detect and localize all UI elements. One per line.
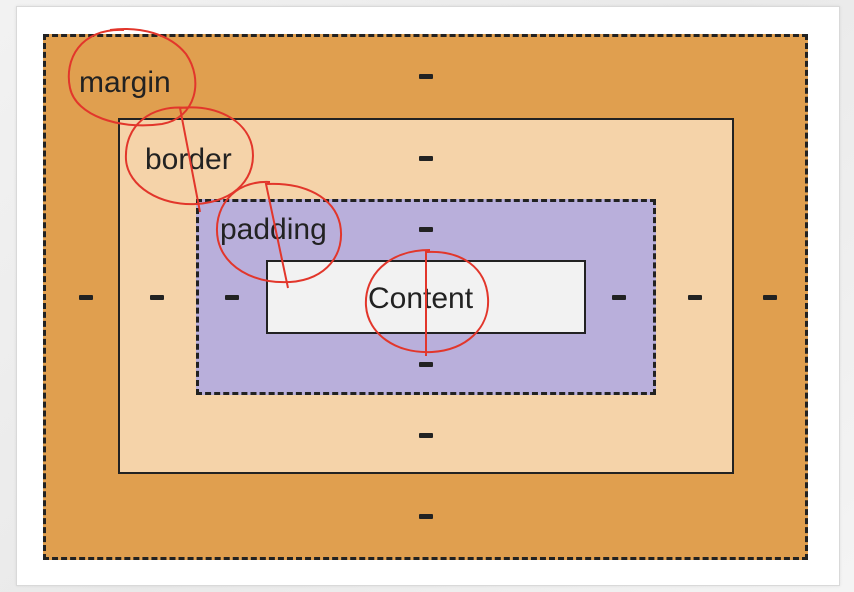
border-label: border [145, 143, 232, 176]
padding-right-value [612, 295, 626, 300]
border-right-value [688, 295, 702, 300]
padding-bottom-value [419, 362, 433, 367]
padding-top-value [419, 227, 433, 232]
content-label: Content [368, 282, 474, 315]
border-bottom-value [419, 433, 433, 438]
margin-right-value [763, 295, 777, 300]
padding-left-value [225, 295, 239, 300]
border-left-value [150, 295, 164, 300]
margin-left-value [79, 295, 93, 300]
margin-label: margin [79, 66, 171, 99]
margin-top-value [419, 74, 433, 79]
padding-label: padding [220, 213, 327, 246]
border-top-value [419, 156, 433, 161]
margin-bottom-value [419, 514, 433, 519]
